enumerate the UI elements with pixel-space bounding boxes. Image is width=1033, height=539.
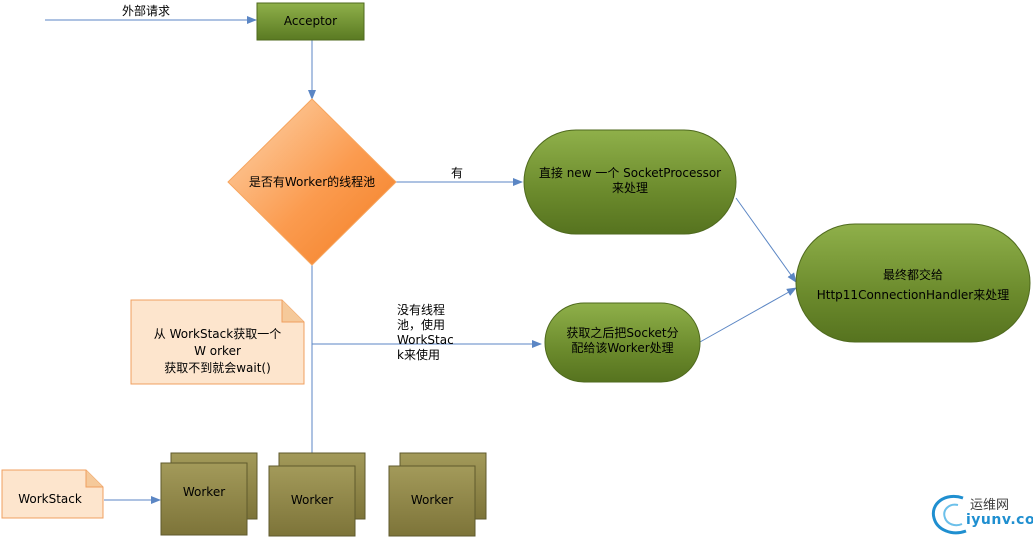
socket-processor-line: 来处理: [611, 181, 648, 195]
acceptor-label: Acceptor: [283, 14, 338, 28]
socket-processor-box: [523, 129, 737, 235]
socket-processor-label: 直接 new 一个 SocketProcessor 来处理: [524, 166, 736, 196]
no-branch-label: 没有线程 池，使用 WorkStac k来使用: [397, 303, 454, 363]
yes-branch-label: 有: [451, 166, 464, 180]
final-handler-line: 最终都交给: [882, 268, 943, 282]
worker-assign-line: 获取之后把Socket分: [566, 326, 679, 340]
decision-label: 是否有Worker的线程池: [248, 175, 376, 189]
no-branch-line: k来使用: [397, 348, 440, 362]
arrow-processor-to-final: [735, 197, 797, 283]
watermark-logo-icon: [931, 495, 967, 535]
arrow-assign-to-final: [699, 287, 797, 343]
workstack-box: [1, 469, 104, 519]
worker-assign-label: 获取之后把Socket分 配给该Worker处理: [545, 326, 700, 356]
external-request-label: 外部请求: [122, 4, 171, 18]
worker-stack-2: [268, 452, 366, 537]
watermark-text-domain: iyunv.com: [966, 512, 1033, 528]
worker-label: Worker: [290, 493, 334, 507]
workstack-label: WorkStack: [18, 492, 82, 506]
worker-label: Worker: [182, 485, 226, 499]
worker-stack-3: [388, 452, 487, 537]
no-branch-line: WorkStac: [397, 333, 454, 347]
watermark: 运维网 iyunv.com: [930, 490, 1033, 535]
final-handler-line: Http11ConnectionHandler来处理: [816, 288, 1010, 302]
worker-assign-box: [544, 302, 701, 383]
no-branch-line: 没有线程: [397, 303, 446, 317]
note-box: [130, 299, 305, 385]
watermark-text-cn: 运维网: [970, 498, 1010, 513]
worker-label: Worker: [410, 493, 454, 507]
final-handler-label: 最终都交给 Http11ConnectionHandler来处理: [796, 265, 1030, 305]
note-line: W orker: [194, 344, 241, 358]
note-label: 从 WorkStack获取一个 W orker 获取不到就会wait(): [131, 326, 304, 377]
note-fold: [281, 300, 304, 323]
no-branch-line: 池，使用: [397, 318, 446, 332]
socket-processor-line: 直接 new 一个 SocketProcessor: [538, 166, 722, 180]
acceptor-box: [256, 2, 365, 41]
final-handler-box: [795, 223, 1031, 343]
workstack-fold: [85, 470, 103, 488]
decision-diamond: [227, 98, 397, 266]
worker-assign-line: 配给该Worker处理: [571, 341, 674, 355]
note-line: 从 WorkStack获取一个: [153, 327, 282, 341]
note-line: 获取不到就会wait(): [164, 361, 271, 375]
worker-stack-1: [160, 452, 258, 536]
